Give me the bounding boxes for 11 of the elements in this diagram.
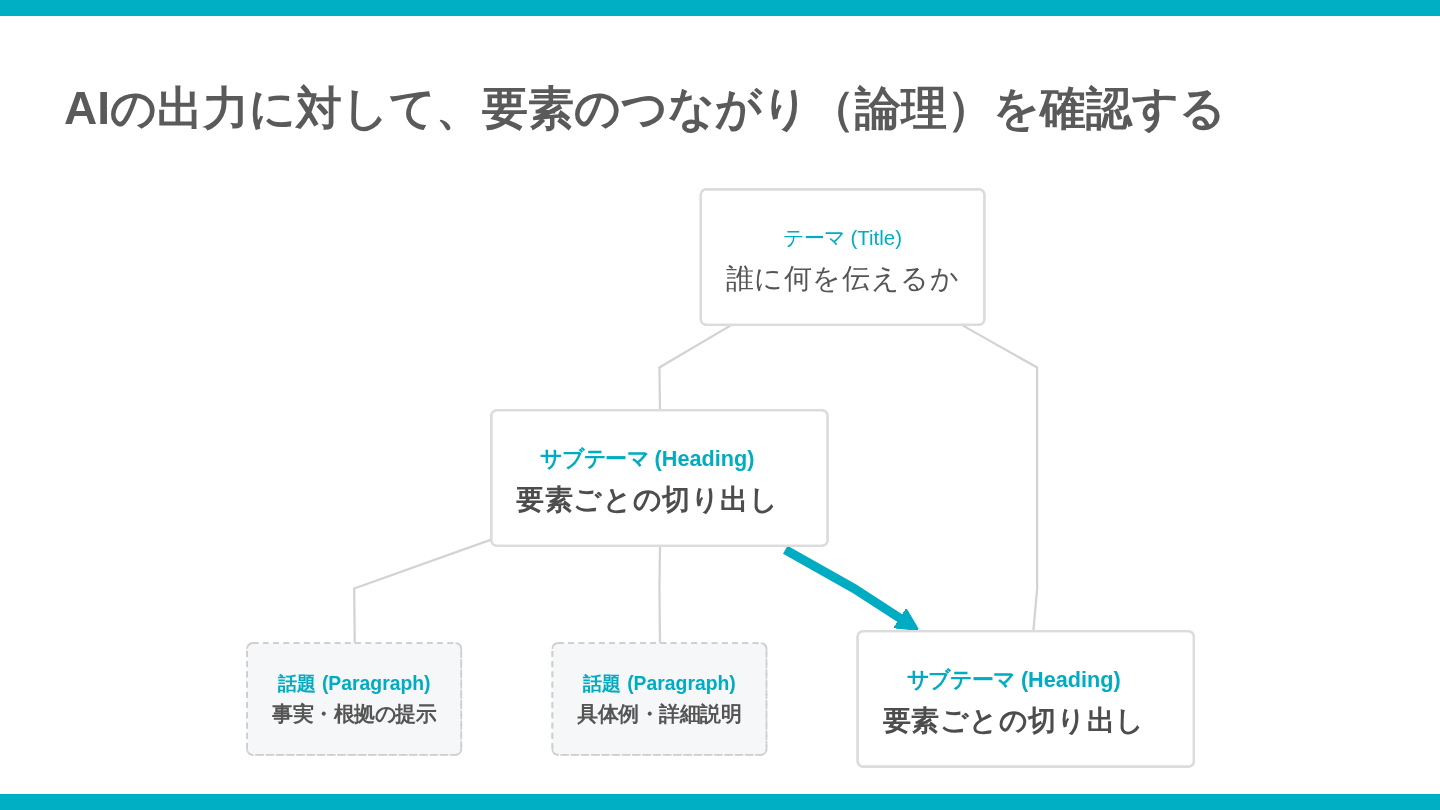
rounded-box: サブテーマ (Heading) 要素ごとの切り出し xyxy=(489,409,829,547)
rounded-box: 話題 (Paragraph) 具体例・詳細説明 xyxy=(551,642,767,756)
connector-line xyxy=(657,546,661,644)
rounded-box: テーマ (Title) 誰に何を伝えるか xyxy=(699,188,986,326)
connector-line xyxy=(657,324,731,411)
arrow xyxy=(782,545,919,631)
diagram-title: AIの出力に対して、要素のつながり（論理）を確認する xyxy=(64,81,1226,136)
rounded-box: サブテーマ (Heading) 要素ごとの切り出し xyxy=(856,630,1195,768)
connector-line xyxy=(352,538,492,644)
connector-line xyxy=(961,324,1038,632)
rounded-box: 話題 (Paragraph) 事実・根拠の提示 xyxy=(245,642,462,756)
